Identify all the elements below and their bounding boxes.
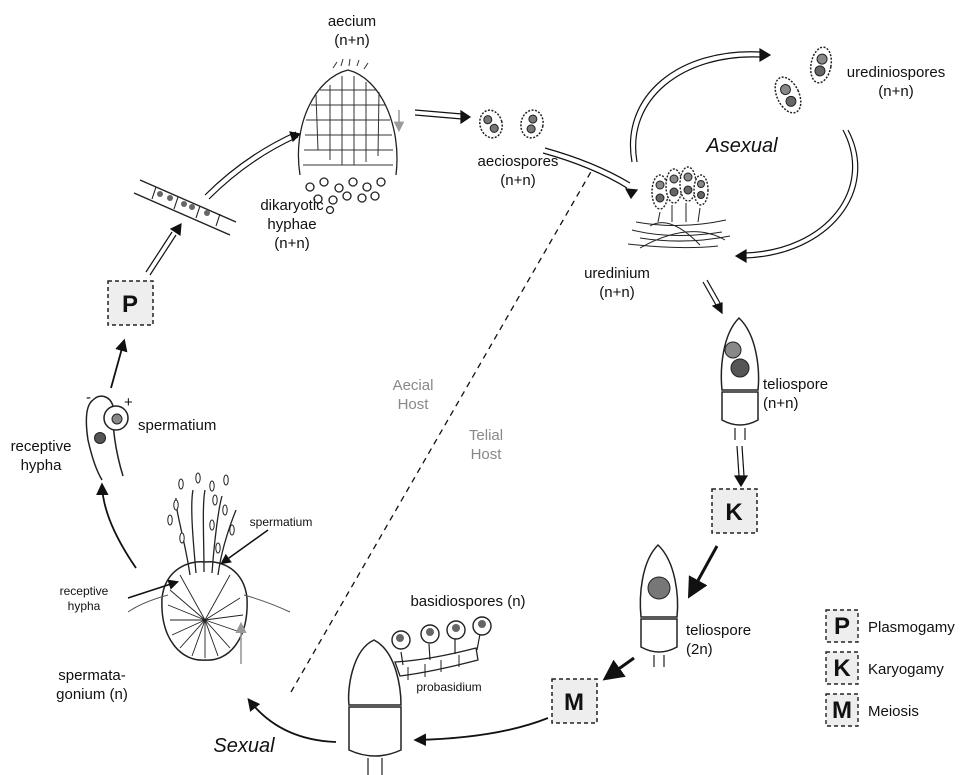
label-dikaryotic-2: hyphae xyxy=(267,216,316,233)
cycle-arrows xyxy=(95,47,859,747)
aecium-illustration xyxy=(297,58,405,215)
label-uredinium-ploidy: (n+n) xyxy=(599,284,634,301)
label-probasidium: probasidium xyxy=(416,680,481,694)
stage-M-letter: M xyxy=(564,689,584,716)
legend-text-meiosis: Meiosis xyxy=(868,703,919,720)
arrow-dikaryotic-up xyxy=(145,222,182,276)
arrow-spermatagonium-to-receptive xyxy=(95,482,137,569)
urediniospores-illustration xyxy=(774,46,833,114)
label-urediniospores: urediniospores xyxy=(847,64,945,81)
label-teliospore-2-ploidy: (2n) xyxy=(686,641,713,658)
label-asexual: Asexual xyxy=(705,135,778,157)
pointer-receptive-hypha-small xyxy=(127,579,179,599)
arrow-M-to-basidium xyxy=(413,717,549,747)
label-receptive-hypha-small-1: receptive xyxy=(60,584,109,598)
label-aecial-host-1: Aecial xyxy=(393,377,434,394)
legend-item-K: K Karyogamy xyxy=(825,651,944,685)
label-teliospore-2: teliospore xyxy=(686,622,751,639)
arrow-dikaryotic-to-aecium xyxy=(204,131,302,200)
arrow-aeciospores-to-uredinium xyxy=(542,147,639,200)
dikaryotic-hyphae-illustration xyxy=(133,179,237,236)
label-spermatium: spermatium xyxy=(138,417,216,434)
label-minus: - xyxy=(86,389,91,406)
arrow-spermatium-to-P xyxy=(110,338,128,389)
label-spermatium-small: spermatium xyxy=(250,515,313,529)
label-telial-host-1: Telial xyxy=(469,427,503,444)
spermatagonium-illustration xyxy=(127,472,291,664)
arrow-asexual-cycle xyxy=(629,47,859,264)
label-receptive-hypha-small-2: hypha xyxy=(68,599,101,613)
label-receptive-hypha-2: hypha xyxy=(21,457,63,474)
label-dikaryotic-3: (n+n) xyxy=(274,235,309,252)
label-aeciospores: aeciospores xyxy=(478,153,559,170)
label-urediniospores-ploidy: (n+n) xyxy=(878,83,913,100)
legend-letter-P: P xyxy=(834,613,850,640)
aeciospores-illustration xyxy=(479,109,544,139)
labels: aecium (n+n) aeciospores (n+n) uredinios… xyxy=(11,13,946,757)
label-aecium: aecium xyxy=(328,13,376,30)
label-uredinium: uredinium xyxy=(584,265,650,282)
label-aecium-ploidy: (n+n) xyxy=(334,32,369,49)
arrow-basidium-to-spermatagonium xyxy=(247,698,337,743)
arrow-K-to-teliospore2n xyxy=(687,545,719,599)
label-receptive-hypha-1: receptive xyxy=(11,438,72,455)
stage-P-letter: P xyxy=(122,291,138,318)
stage-box-K: K xyxy=(711,488,758,534)
label-aeciospores-ploidy: (n+n) xyxy=(500,172,535,189)
basidium-illustration xyxy=(347,616,492,775)
label-sexual: Sexual xyxy=(213,735,275,757)
stage-box-P: P xyxy=(107,280,154,326)
label-teliospore-1-ploidy: (n+n) xyxy=(763,395,798,412)
host-divide-line xyxy=(290,169,593,693)
legend-letter-M: M xyxy=(832,697,852,724)
label-dikaryotic-1: dikaryotic xyxy=(260,197,324,214)
receptive-hypha-illustration xyxy=(85,395,129,481)
arrow-teliospore-to-K xyxy=(733,445,749,488)
label-plus: + xyxy=(124,394,133,411)
arrow-uredinium-to-teliospore xyxy=(702,279,723,315)
legend-item-M: M Meiosis xyxy=(825,693,919,727)
label-spermatagonium-2: gonium (n) xyxy=(56,686,128,703)
stage-box-M: M xyxy=(551,678,598,724)
uredinium-illustration xyxy=(627,166,731,249)
legend-letter-K: K xyxy=(833,655,851,682)
label-teliospore-1: teliospore xyxy=(763,376,828,393)
teliospore-dikaryotic-illustration xyxy=(720,316,760,440)
stage-K-letter: K xyxy=(725,499,743,526)
legend-text-plasmogamy: Plasmogamy xyxy=(868,619,955,636)
legend: P Plasmogamy K Karyogamy M Meiosis xyxy=(825,609,955,727)
label-telial-host-2: Host xyxy=(471,446,503,463)
arrow-aecium-to-aeciospores xyxy=(414,109,472,125)
label-spermatagonium-1: spermata- xyxy=(58,667,126,684)
teliospore-diploid-illustration xyxy=(639,543,679,667)
pointer-spermatium-small xyxy=(220,529,269,565)
label-aecial-host-2: Host xyxy=(398,396,430,413)
arrow-teliospore2n-to-M xyxy=(602,656,635,681)
label-basidiospores: basidiospores (n) xyxy=(410,593,525,610)
legend-text-karyogamy: Karyogamy xyxy=(868,661,944,678)
legend-item-P: P Plasmogamy xyxy=(825,609,955,643)
